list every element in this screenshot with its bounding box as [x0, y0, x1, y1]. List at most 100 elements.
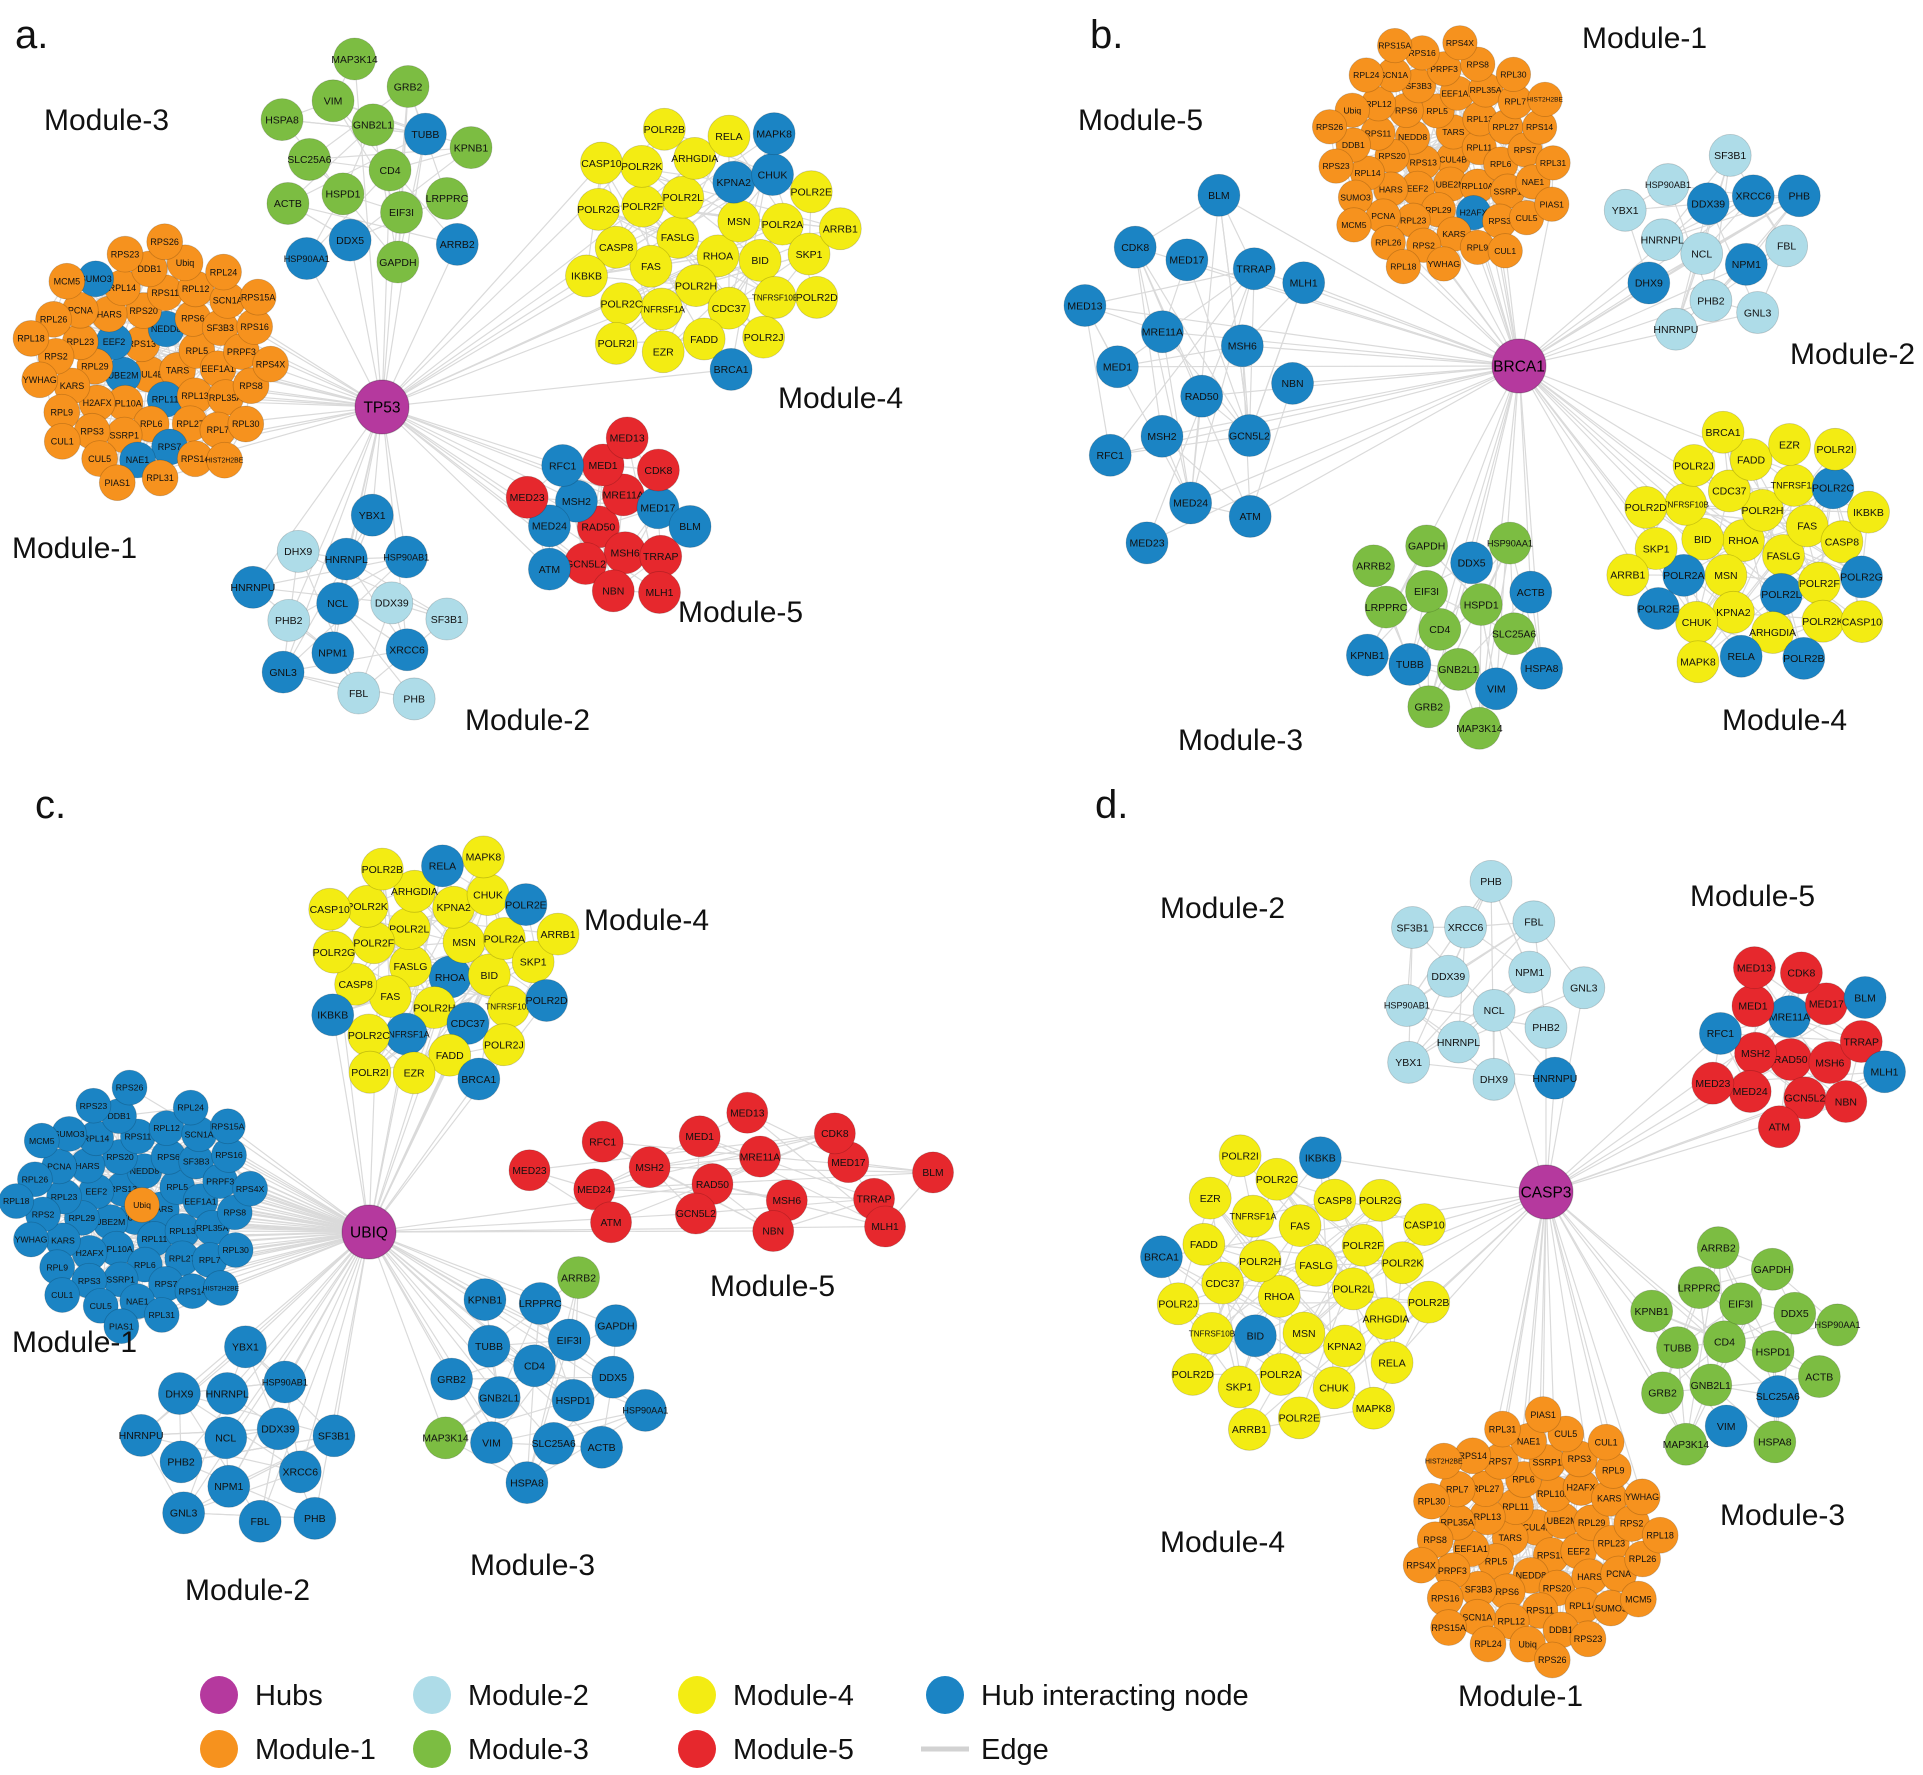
cul1-node-circle	[1487, 233, 1523, 269]
rps15a-node-label: RPS15A	[1378, 41, 1411, 51]
vim-node-label: VIM	[1717, 1421, 1736, 1433]
hub-edge	[1542, 1191, 1547, 1415]
npm1-node-label: NPM1	[214, 1481, 243, 1493]
node-POLR2B: POLR2B	[1407, 1280, 1451, 1324]
node-CASP10: CASP10	[308, 887, 352, 931]
bid-node-circle	[1233, 1314, 1277, 1358]
node-HNRNPU: HNRNPU	[1653, 307, 1698, 351]
rpl23-node-label: RPL23	[67, 337, 95, 347]
module-label-module-3: Module-3	[1178, 724, 1303, 757]
hnrnpl-node-circle	[324, 537, 368, 581]
legend-item-hub-interacting-node: Hub interacting node	[926, 1676, 1249, 1714]
node-ARRB2: ARRB2	[1696, 1226, 1740, 1270]
node-RPL18: RPL18	[1385, 248, 1421, 285]
hub-edge	[259, 1231, 370, 1522]
module-edge	[1248, 282, 1305, 436]
hnrnpl-node-label: HNRNPL	[1437, 1037, 1480, 1049]
arhgdia-node-label: ARHGDIA	[391, 887, 438, 898]
module-label-module-1: Module-1	[1582, 22, 1707, 55]
rps3-node-label: RPS3	[78, 1276, 101, 1286]
polr2a-node-label: POLR2A	[1663, 570, 1704, 582]
sf3b3-node-label: SF3B3	[206, 323, 234, 333]
hars-node-label: HARS	[1379, 184, 1403, 194]
trrap-node-circle	[1232, 247, 1276, 291]
node-VIM: VIM	[311, 79, 355, 123]
polr2j-node-circle	[482, 1023, 526, 1067]
hsp90aa1-node-label: HSP90AA1	[1487, 538, 1533, 548]
gapdh-node-label: GAPDH	[1408, 541, 1445, 553]
hnrnpu-node-circle	[231, 565, 275, 609]
node-BRCA1: BRCA1	[1140, 1235, 1183, 1279]
phb-node-label: PHB	[304, 1513, 326, 1525]
node-CDK8: CDK8	[813, 1112, 856, 1155]
node-ACTB: ACTB	[1797, 1355, 1841, 1398]
eef1a1-node-label: EEF1A1	[184, 1196, 217, 1206]
bid-node-circle	[467, 953, 511, 997]
hspa8-node-circle	[505, 1461, 549, 1505]
rhoa-node-label: RHOA	[1728, 535, 1758, 547]
npm1-node-label: NPM1	[1732, 259, 1761, 271]
node-CDK8: CDK8	[1779, 951, 1823, 995]
node-CASP8: CASP8	[334, 962, 378, 1006]
node-ACTB: ACTB	[1509, 570, 1553, 614]
node-SKP1: SKP1	[1634, 527, 1678, 570]
node-NPM1: NPM1	[207, 1464, 251, 1508]
rps26-node-circle	[146, 223, 184, 261]
node-MCM5: MCM5	[1620, 1580, 1657, 1618]
rps26-node-label: RPS26	[1538, 1655, 1567, 1665]
arrb2-node-label: ARRB2	[1701, 1242, 1736, 1254]
fbl-node-label: FBL	[250, 1516, 269, 1528]
polr2g-node-label: POLR2G	[1359, 1195, 1402, 1207]
node-XRCC6: XRCC6	[1444, 905, 1487, 949]
kars-node-label: KARS	[1442, 229, 1466, 239]
rps11-node-label: RPS11	[151, 288, 179, 298]
phb-node-circle	[1469, 859, 1513, 903]
module-3-swatch	[413, 1730, 451, 1768]
nae1-node-label: NAE1	[1517, 1437, 1541, 1447]
prpf3-node-label: PRPF3	[1438, 1566, 1467, 1576]
rpl29-node-label: RPL29	[69, 1213, 96, 1223]
rps16-node-label: RPS16	[215, 1150, 243, 1160]
dhx9-node-label: DHX9	[165, 1388, 193, 1400]
phb-node-circle	[293, 1496, 337, 1540]
rps6-node-label: RPS6	[181, 314, 205, 324]
faslg-node-label: FASLG	[1767, 550, 1801, 562]
hub-edge	[1292, 365, 1520, 384]
node-RPS23: RPS23	[106, 235, 144, 273]
legend-label-hub-interacting-node: Hub interacting node	[981, 1680, 1249, 1712]
skp1-node-circle	[1634, 527, 1678, 570]
rps26-node-label: RPS26	[1316, 122, 1343, 132]
actb-node-label: ACTB	[1805, 1371, 1833, 1383]
dhx9-node-circle	[276, 529, 320, 573]
skp1-node-label: SKP1	[796, 249, 823, 261]
node-PIAS1: PIAS1	[98, 464, 136, 501]
node-MCM5: MCM5	[1336, 207, 1372, 243]
polr2k-node-label: POLR2K	[346, 901, 387, 913]
grb2-node-circle	[386, 65, 430, 108]
arrb2-node-circle	[435, 222, 479, 266]
node-POLR2D: POLR2D	[795, 275, 838, 319]
node-RPL31: RPL31	[1535, 145, 1571, 181]
rela-node-label: RELA	[1378, 1357, 1405, 1369]
ywhag-node-circle	[21, 361, 59, 399]
lrpprc-node-label: LRPPRC	[1365, 602, 1408, 614]
node-MRE11A: MRE11A	[1141, 310, 1184, 354]
node-GRB2: GRB2	[430, 1357, 473, 1401]
node-RPS15A: RPS15A	[239, 278, 277, 316]
gcn5l2-node-circle	[1228, 414, 1271, 457]
gnl3-node-label: GNL3	[1570, 982, 1598, 994]
node-NCL: NCL	[316, 582, 360, 625]
polr2d-node-circle	[525, 979, 568, 1022]
rpl30-node-label: RPL30	[232, 419, 260, 429]
polr2c-node-label: POLR2C	[600, 298, 642, 310]
node-HSP90AA1: HSP90AA1	[284, 237, 330, 280]
node-MED13: MED13	[1733, 946, 1776, 990]
trrap-node-label: TRRAP	[1236, 264, 1272, 276]
node-GCN5L2: GCN5L2	[1783, 1076, 1827, 1120]
med24-node-circle	[1169, 481, 1213, 525]
med24-node-label: MED24	[1173, 498, 1208, 510]
node-GNB2L1: GNB2L1	[1436, 648, 1480, 691]
hub-tp53: TP53	[354, 379, 410, 435]
hub-edge	[332, 1014, 370, 1233]
chuk-node-label: CHUK	[1319, 1382, 1349, 1394]
